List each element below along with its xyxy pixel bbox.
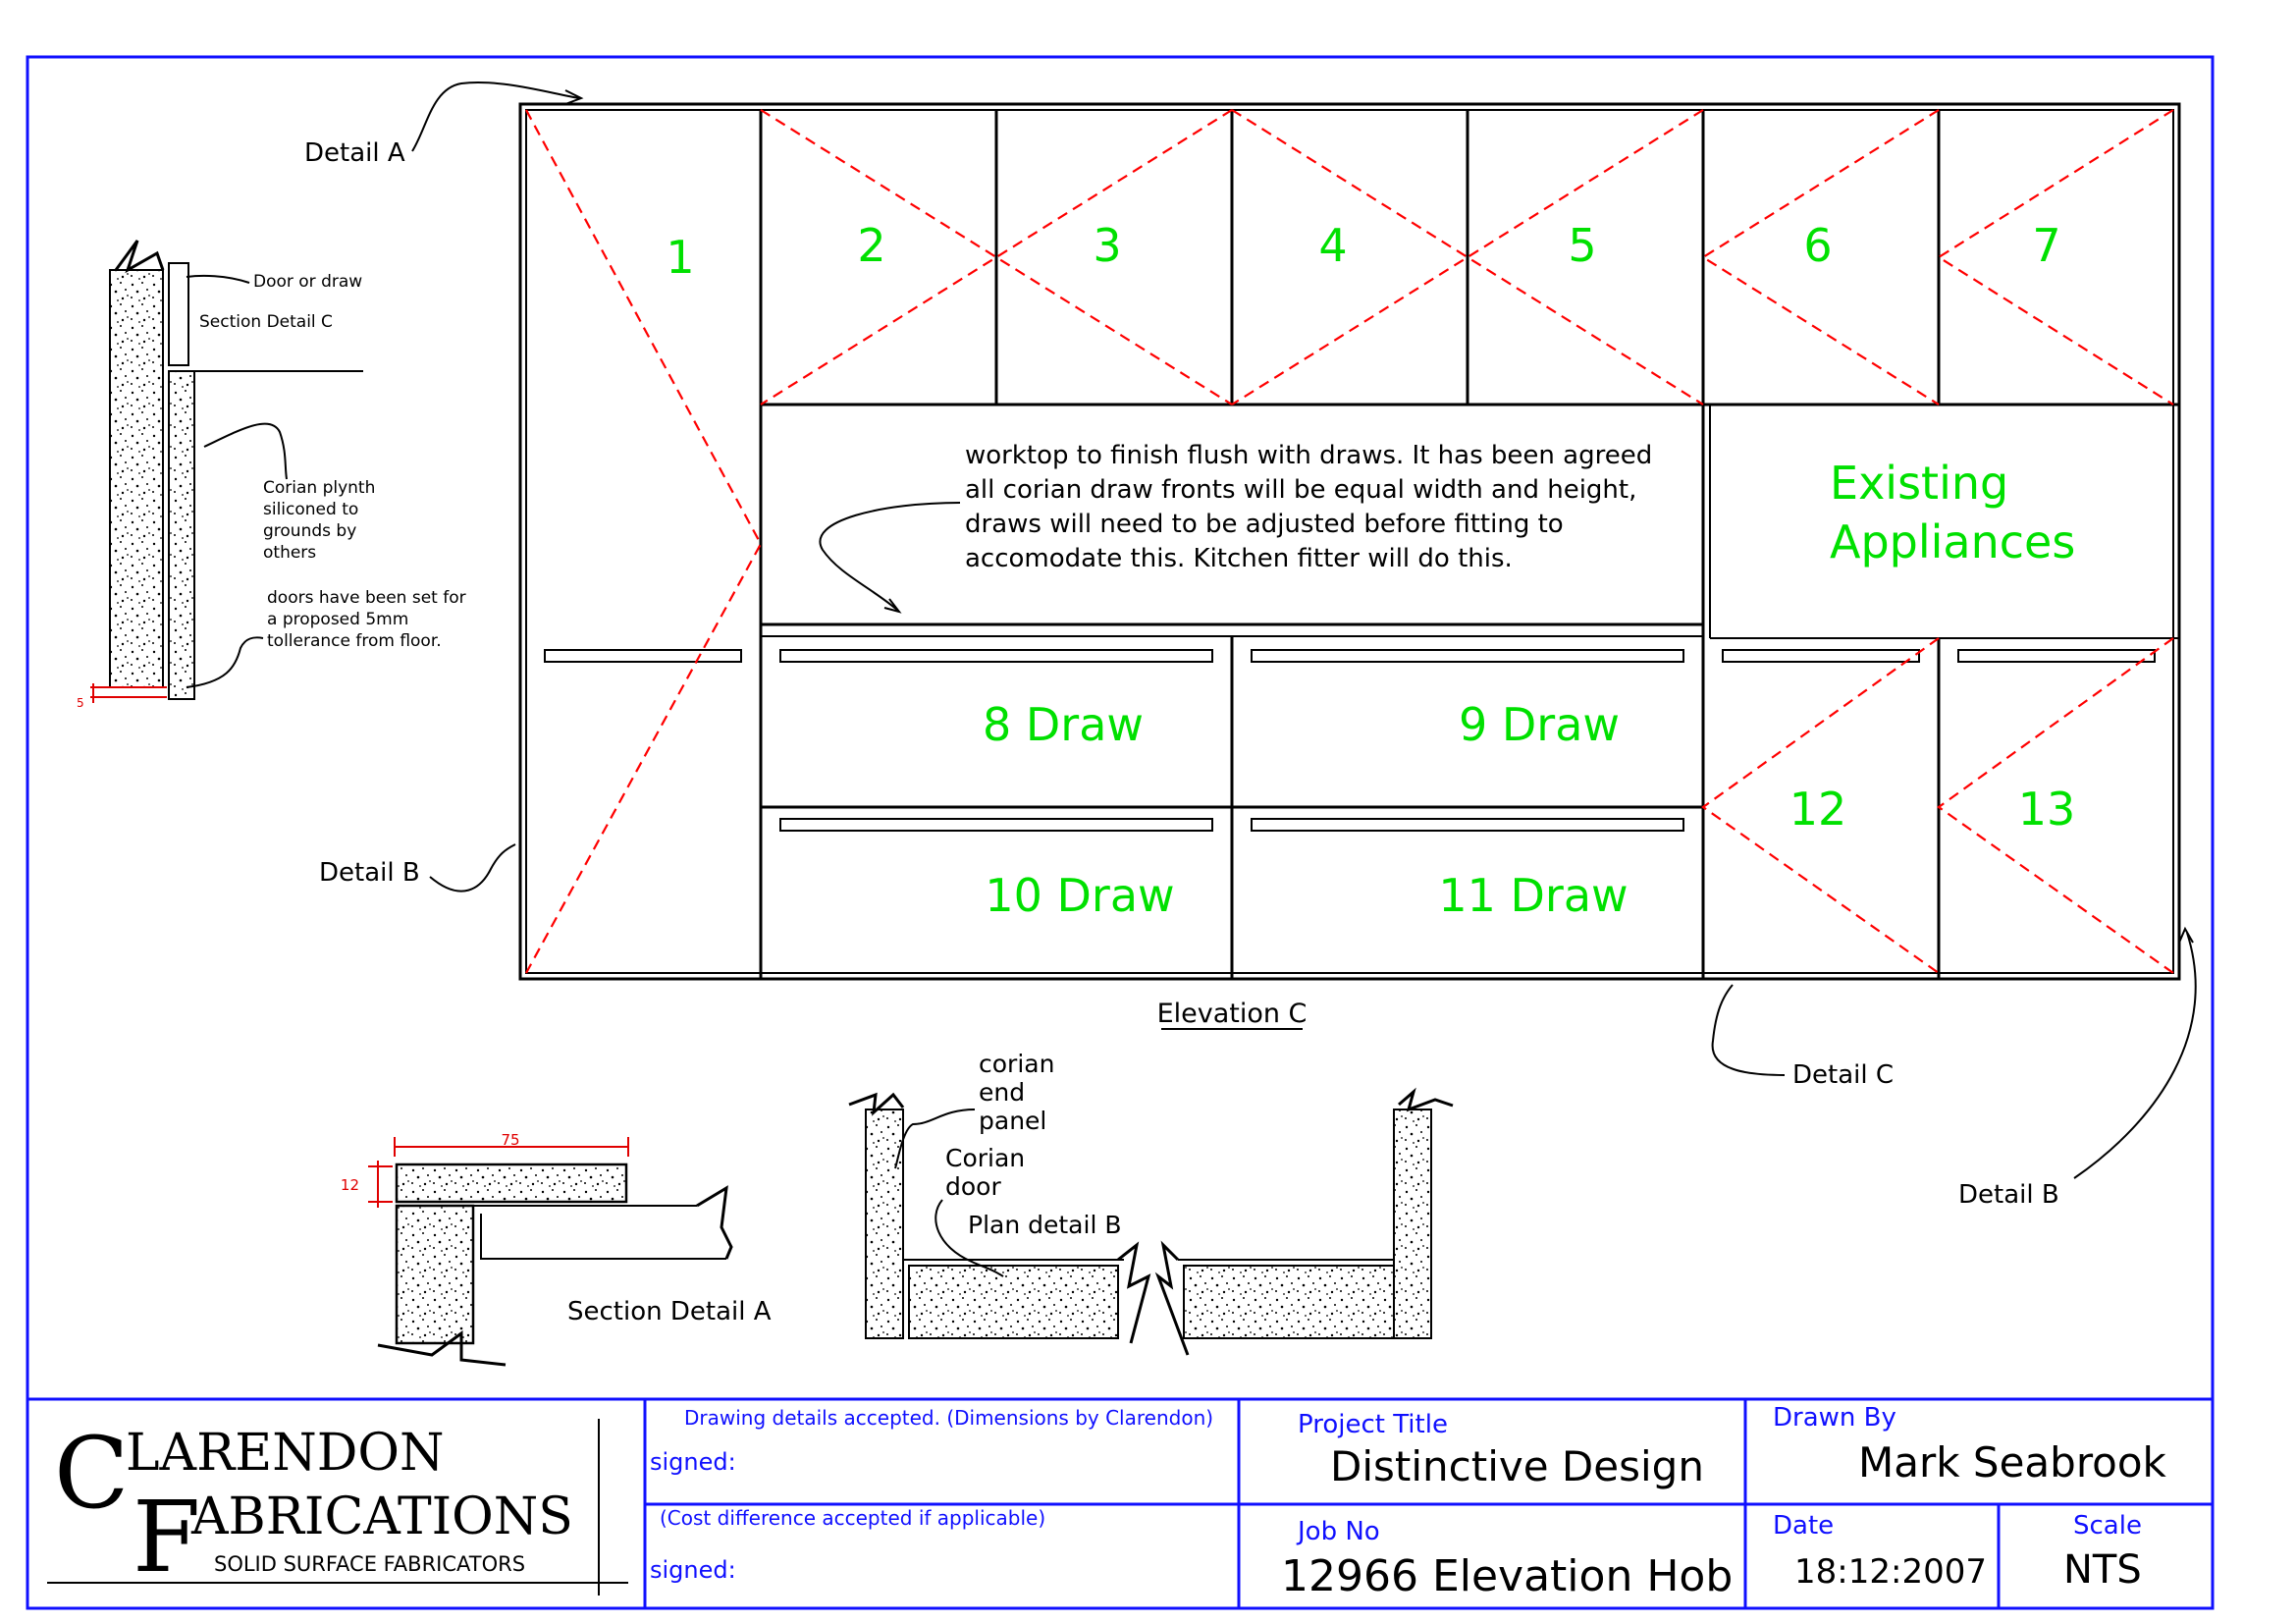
drawn-by: Mark Seabrook [1858,1438,2167,1487]
right-door [1183,1265,1395,1339]
unit-1-label: 1 [666,231,694,284]
unit-13-label: 13 [2018,783,2076,836]
signed-1-label: signed: [650,1448,736,1476]
project-title: Distinctive Design [1330,1442,1704,1490]
scale-label: Scale [2073,1511,2142,1541]
end-panel-line-2: end [979,1078,1025,1107]
tolerance-line-1: doors have been set for [267,588,466,608]
unit-3-label: 3 [1093,219,1121,272]
job-no: 12966 Elevation Hob [1281,1551,1733,1601]
existing-appliances-line1: Existing [1830,457,2008,510]
grounds-wall [109,269,164,688]
company-logo: C LARENDON F ABRICATIONS SOLID SURFACE F… [47,1416,628,1596]
handle [1251,649,1684,663]
plynth-line-2: siliconed to [263,500,358,519]
unit-10-label: 10 Draw [985,869,1174,922]
unit-11-label: 11 Draw [1438,869,1628,922]
unit-5-label: 5 [1568,219,1596,272]
note-leader [819,502,961,612]
plynth-line-3: grounds by [263,521,356,541]
section-c-title: Section Detail C [199,312,333,332]
section-a-title: Section Detail A [567,1297,772,1326]
corian-door-line-1: Corian [945,1144,1025,1172]
accepted-text: Drawing details accepted. (Dimensions by… [684,1406,1213,1430]
left-door [908,1265,1119,1339]
corian-door-line-2: door [945,1172,1001,1201]
plan-b-title: Plan detail B [968,1211,1122,1239]
scale-value: NTS [2063,1547,2142,1593]
section-detail-a: 75 12 Section Detail A [341,1131,772,1367]
handle [1251,818,1684,832]
callouts: Detail A Detail B Detail C Detail B [304,81,2197,1210]
unit-9-label: 9 Draw [1459,698,1620,751]
note-line-1: worktop to finish flush with draws. It h… [965,441,1652,470]
date-label: Date [1773,1511,1834,1541]
detail-b-left-callout: Detail B [319,858,420,888]
elevation-title: Elevation C [1157,999,1308,1029]
unit-8-label: 8 Draw [983,698,1144,751]
cost-text: (Cost difference accepted if applicable) [660,1506,1045,1530]
plynth-line-1: Corian plynth [263,478,375,498]
company-name-line2: ABRICATIONS [190,1488,573,1546]
elevation-c: 1 2 3 4 5 6 7 8 Draw 9 Draw 10 Draw 11 D… [518,102,2181,1030]
title-block: C LARENDON F ABRICATIONS SOLID SURFACE F… [27,1397,2213,1608]
date-value: 18:12:2007 [1794,1552,1987,1592]
project-title-label: Project Title [1298,1410,1448,1439]
detail-b-right-callout: Detail B [1958,1180,2059,1210]
end-panel-line-1: corian [979,1050,1054,1078]
left-end-panel [865,1109,904,1339]
section-c-dim: 5 [77,696,84,710]
unit-2-label: 2 [857,219,885,272]
sheet-border [26,55,2215,1610]
unit-7-label: 7 [2032,219,2060,272]
tolerance-line-3: tollerance from floor. [267,631,442,651]
signed-2-label: signed: [650,1556,736,1584]
note-line-3: draws will need to be adjusted before fi… [965,510,1564,539]
detail-c-callout: Detail C [1792,1060,1894,1090]
handle [544,649,742,663]
job-no-label: Job No [1296,1517,1380,1546]
note-line-2: all corian draw fronts will be equal wid… [965,475,1636,505]
company-subtitle: SOLID SURFACE FABRICATORS [214,1552,525,1576]
dim-width-75: 75 [501,1131,519,1149]
handle [1722,649,1920,663]
note-line-4: accomodate this. Kitchen fitter will do … [965,544,1513,573]
end-panel-line-3: panel [979,1107,1046,1135]
worktop-section [395,1163,628,1204]
handle [1957,649,2156,663]
door-or-draw-label: Door or draw [253,272,362,292]
logo-initial-f: F [133,1480,200,1595]
drawn-by-label: Drawn By [1773,1403,1896,1433]
existing-appliances-line2: Appliances [1830,515,2075,568]
detail-a-callout: Detail A [304,138,405,168]
logo-initial-c: C [54,1416,130,1531]
company-name-line1: LARENDON [126,1424,445,1483]
plynth-line-4: others [263,543,316,563]
plan-detail-b: corian end panel Corian door Plan detail… [848,1050,1454,1356]
handle [779,649,1213,663]
dim-height-12: 12 [341,1176,359,1194]
unit-6-label: 6 [1803,219,1832,272]
corian-plynth [168,370,195,700]
tolerance-line-2: a proposed 5mm [267,610,408,629]
unit-12-label: 12 [1789,783,1847,836]
unit-4-label: 4 [1318,219,1347,272]
end-panel-section [395,1204,475,1345]
right-end-panel [1393,1109,1432,1339]
handle [779,818,1213,832]
section-detail-c: Door or draw Section Detail C Corian ply… [77,240,466,710]
elevation-outline [518,102,2181,981]
